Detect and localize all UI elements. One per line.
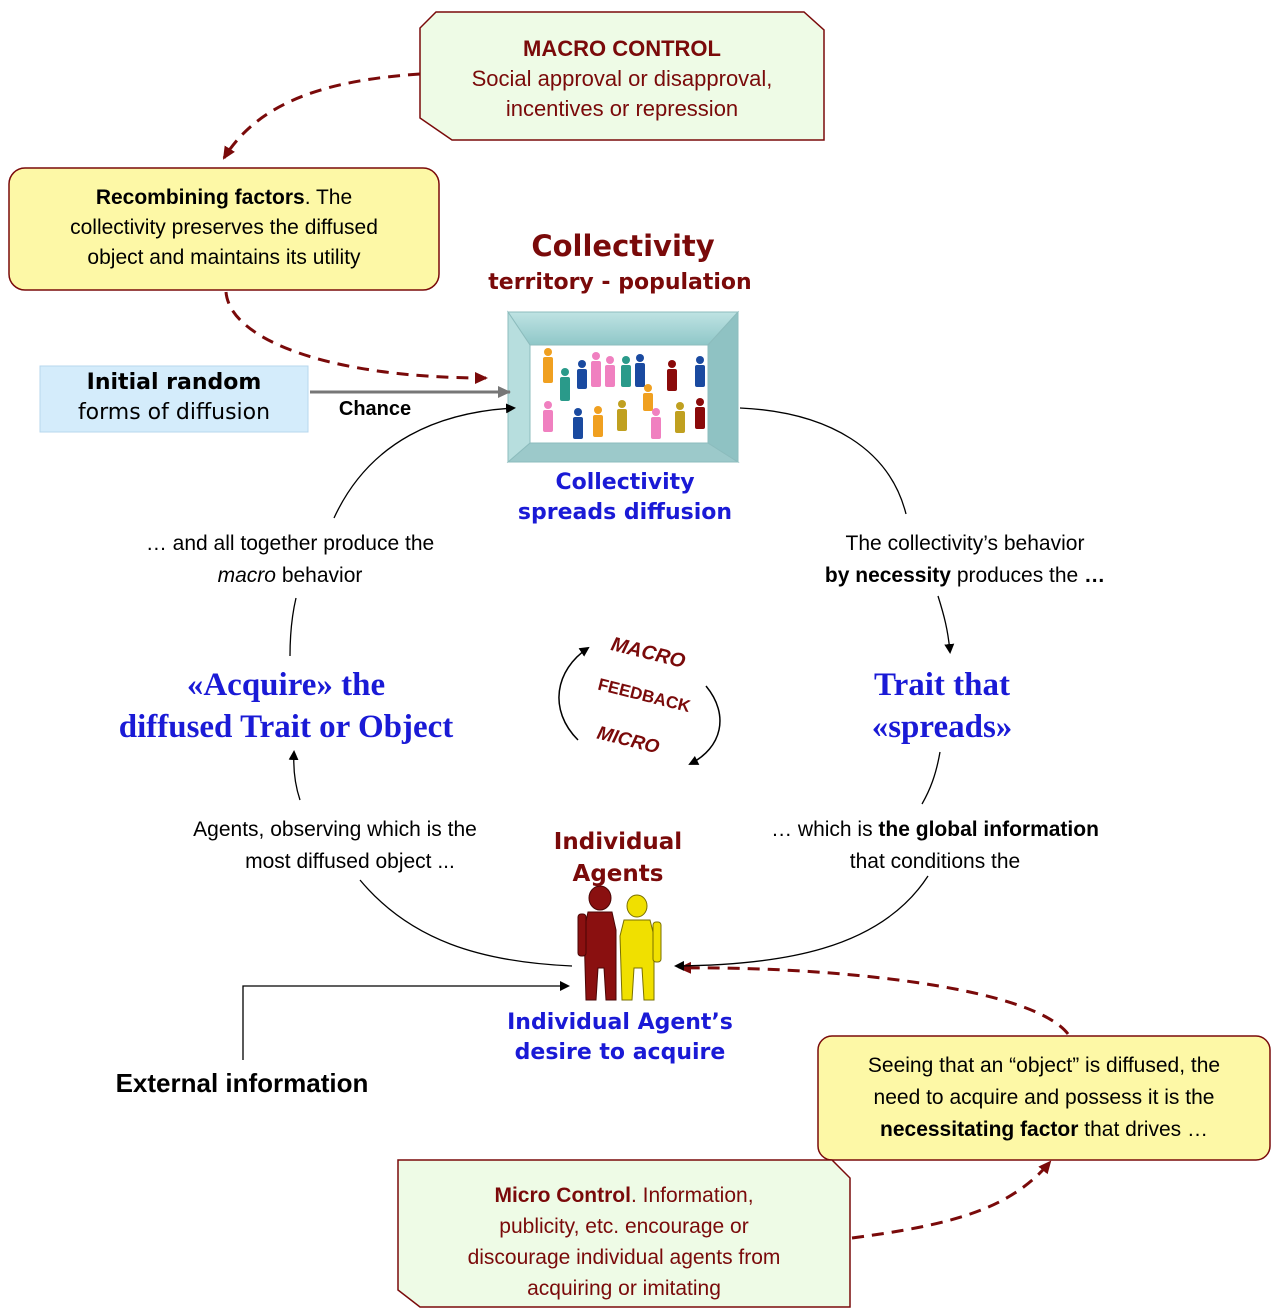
feedback-arrow-left	[558, 646, 590, 741]
collectivity-title: Collectivity	[531, 229, 715, 263]
macro-to-recombining-arrow	[222, 72, 421, 160]
necessitating-box	[817, 1035, 1271, 1161]
micro-control-rest: . Information,	[630, 1184, 754, 1207]
right-upper-text: The collectivity’s behavior by necessity…	[760, 528, 1170, 592]
left-upper-line1: … and all together produce the	[145, 532, 435, 555]
recombining-bold: Recombining factors	[95, 186, 305, 209]
initial-random-box	[39, 365, 309, 433]
initial-random-line2: forms of diffusion	[77, 400, 271, 425]
recombining-line2: collectivity preserves the diffused	[70, 216, 378, 239]
right-lower-pre: … which is	[771, 818, 879, 841]
trait-text: Trait that «spreads»	[800, 664, 1084, 748]
micro-control-line4: acquiring or imitating	[527, 1277, 721, 1300]
recombining-rest: . The	[304, 186, 353, 209]
macro-control-box	[419, 11, 825, 141]
external-information: External information	[115, 1068, 369, 1098]
right-upper-line1: The collectivity’s behavior	[845, 532, 1085, 555]
recombining-text: Recombining factors. The collectivity pr…	[9, 183, 439, 273]
necessitating-line1: Seeing that an “object” is diffused, the	[867, 1054, 1221, 1077]
micro-control-line2: publicity, etc. encourage or	[499, 1215, 749, 1238]
necessitating-bold: necessitating factor	[880, 1118, 1079, 1141]
necessitating-text: Seeing that an “object” is diffused, the…	[818, 1050, 1270, 1146]
feedback-arrow-right	[688, 685, 721, 765]
external-info-arrow	[242, 981, 570, 1060]
cycle-arc-bottom-left	[359, 879, 573, 967]
initial-random-text: Initial random forms of diffusion	[40, 368, 308, 428]
cycle-arc-right-mid	[937, 595, 955, 654]
recombining-box	[8, 167, 440, 291]
cycle-arc-left-low	[288, 750, 301, 801]
macro-control-line2: incentives or repression	[505, 96, 739, 121]
agents-desire-line1: Individual Agent’s	[507, 1010, 733, 1035]
macro-control-text: MACRO CONTROL Social approval or disappr…	[420, 34, 824, 124]
right-upper-mid: produces the	[950, 564, 1085, 587]
acquire-text: «Acquire» the diffused Trait or Object	[86, 664, 486, 748]
micro-control-text: Micro Control. Information, publicity, e…	[398, 1180, 850, 1304]
right-lower-line2: that conditions the	[849, 850, 1021, 873]
trait-line1: Trait that	[874, 667, 1010, 703]
acquire-line2: diffused Trait or Object	[118, 709, 454, 745]
cycle-arc-bottom-right	[674, 875, 929, 971]
right-lower-text: … which is the global information that c…	[720, 814, 1150, 878]
left-lower-text: Agents, observing which is the most diff…	[130, 814, 540, 878]
initial-random-line1: Initial random	[86, 370, 262, 395]
trait-line2: «spreads»	[871, 709, 1013, 745]
left-upper-italic: macro	[217, 564, 276, 587]
chance-label: Chance	[338, 398, 412, 420]
micro-control-bold: Micro Control	[494, 1184, 631, 1207]
cycle-arc-right-low	[921, 751, 941, 805]
right-upper-bold: by necessity	[824, 564, 951, 587]
left-upper-text: … and all together produce the macro beh…	[80, 528, 500, 592]
cycle-arc-left-mid	[289, 597, 297, 657]
micro-to-necessitating-arrow	[851, 1160, 1052, 1240]
necessitating-line2: need to acquire and possess it is the	[873, 1086, 1215, 1109]
collectivity-spreads-line2: spreads diffusion	[517, 500, 733, 525]
agent-figures	[577, 885, 662, 1001]
agents-desire-line2: desire to acquire	[514, 1040, 726, 1065]
collectivity-subtitle: territory - population	[488, 270, 752, 295]
micro-control-line3: discourage individual agents from	[467, 1246, 781, 1269]
necessitating-rest: that drives …	[1078, 1118, 1208, 1141]
cycle-arc-top-right	[739, 407, 907, 515]
left-upper-line2: behavior	[275, 564, 363, 587]
macro-control-title: MACRO CONTROL	[523, 36, 721, 61]
left-lower-line1: Agents, observing which is the	[193, 818, 477, 841]
collectivity-spreads-text: Collectivity spreads diffusion	[460, 468, 790, 528]
left-lower-line2: most diffused object ...	[245, 850, 455, 873]
recombining-line3: object and maintains its utility	[87, 246, 361, 269]
collectivity-spreads-line1: Collectivity	[555, 470, 695, 495]
macro-control-line1: Social approval or disapproval,	[471, 66, 773, 91]
cycle-arc-top-left	[333, 403, 516, 519]
right-lower-bold: the global information	[878, 818, 1099, 841]
right-upper-bold2: …	[1084, 564, 1106, 587]
micro-control-box	[397, 1159, 851, 1308]
acquire-line1: «Acquire» the	[186, 667, 386, 703]
population-figures	[543, 348, 705, 439]
necessitating-to-agents-arrow	[678, 961, 1070, 1035]
agents-desire: Individual Agent’s desire to acquire	[450, 1008, 790, 1068]
agents-title-line1: Individual	[553, 829, 683, 855]
agents-title-line2: Agents	[572, 861, 664, 887]
agents-title: Individual Agents	[520, 826, 716, 890]
recombining-to-collectivity-arrow	[224, 291, 488, 384]
